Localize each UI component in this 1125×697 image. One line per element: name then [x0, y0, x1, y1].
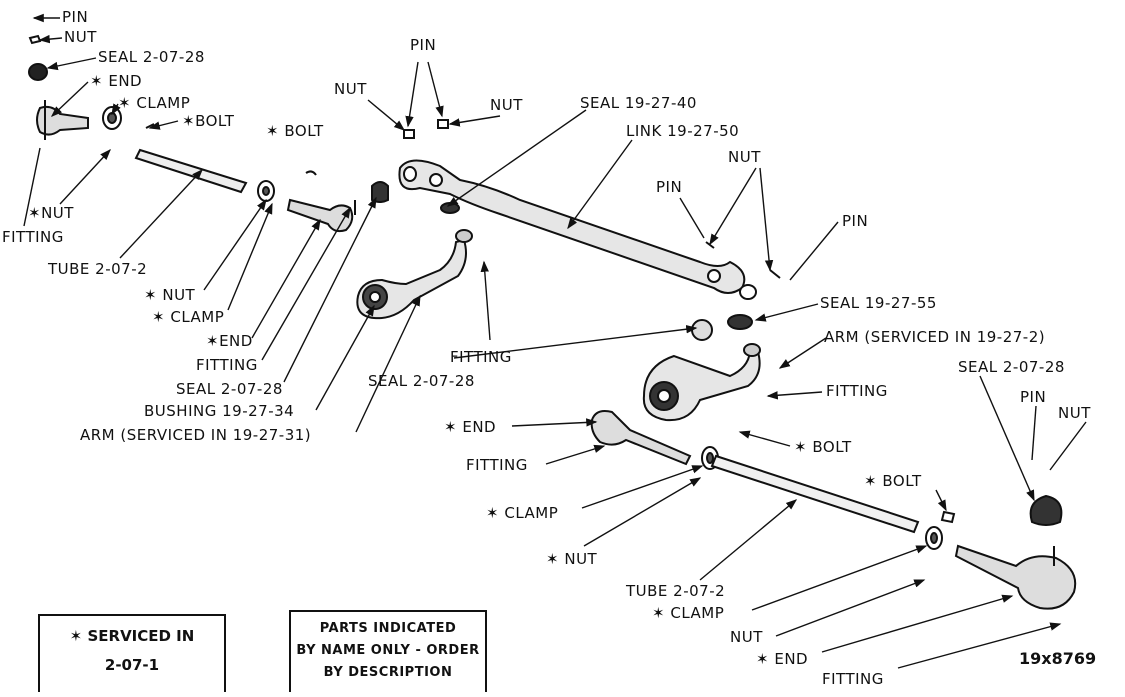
label-nut-top: NUT: [64, 28, 97, 46]
label-fitting-right-mid: FITTING: [466, 456, 528, 474]
order-note-line1: PARTS INDICATED: [319, 621, 457, 636]
label-seal-center: SEAL 2-07-28: [368, 372, 475, 390]
right-seal-b-shape: [727, 314, 753, 330]
label-seal-link: SEAL 19-27-40: [580, 94, 697, 112]
top-nut-shape: [28, 34, 42, 45]
label-tube-left: TUBE 2-07-2: [47, 260, 147, 278]
right-seal-cup-shape: [1029, 494, 1063, 526]
label-pin-lower-right: PIN: [1020, 388, 1046, 406]
right-tie-rod-assembly: [590, 410, 1077, 610]
right-bolt-shape: [940, 510, 956, 524]
label-tube-right: TUBE 2-07-2: [625, 582, 725, 600]
label-pin-right-b: PIN: [842, 212, 868, 230]
label-pin-center: PIN: [410, 36, 436, 54]
mid-bolt-shape: [305, 170, 317, 176]
label-nut-right: NUT: [728, 148, 761, 166]
label-clamp-right: ✶ CLAMP: [486, 504, 558, 522]
label-seal-right-lower: SEAL 2-07-28: [958, 358, 1065, 376]
label-clamp-top: ✶ CLAMP: [118, 94, 190, 112]
label-nut-bottom: NUT: [730, 628, 763, 646]
label-bolt-right-b: ✶ BOLT: [864, 472, 922, 490]
label-link: LINK 19-27-50: [626, 122, 739, 140]
serviced-legend-line2: 2-07-1: [104, 656, 160, 674]
leader-lines: [23, 13, 1087, 669]
label-nut-center-left: NUT: [334, 80, 367, 98]
label-bolt-right-a: ✶ BOLT: [794, 438, 852, 456]
label-fitting-lower-left: FITTING: [196, 356, 258, 374]
figure-number: 19x8769: [1019, 649, 1097, 668]
label-nut-right-low: ✶ NUT: [546, 550, 598, 568]
part-labels: PIN NUT SEAL 2-07-28 ✶ END ✶ CLAMP ✶BOLT…: [2, 8, 1091, 688]
seal-cup-shape: [371, 181, 389, 203]
right-outer-end-shape: [954, 544, 1077, 610]
label-bolt-top: ✶BOLT: [182, 112, 235, 130]
label-end-bottom: ✶ END: [756, 650, 808, 668]
label-nut-lower-right: NUT: [1058, 404, 1091, 422]
label-end-lower-left: ✶END: [206, 332, 253, 350]
label-clamp-lower-left: ✶ CLAMP: [152, 308, 224, 326]
label-seal-top: SEAL 2-07-28: [98, 48, 205, 66]
left-tube-shape: [134, 148, 248, 194]
serviced-in-legend: ✶ SERVICED IN 2-07-1: [38, 614, 226, 692]
serviced-legend-line1: ✶ SERVICED IN: [69, 627, 195, 645]
label-seal-lower-left: SEAL 2-07-28: [176, 380, 283, 398]
label-arm-left: ARM (SERVICED IN 19-27-31): [80, 426, 311, 444]
label-pin-right-a: PIN: [656, 178, 682, 196]
top-seal-shape: [28, 63, 48, 81]
right-inner-end-shape: [590, 410, 692, 466]
label-fitting-bottom: FITTING: [822, 670, 884, 688]
label-fitting-left: FITTING: [2, 228, 64, 246]
lower-end-shape: [286, 198, 354, 233]
label-nut-center-right: NUT: [490, 96, 523, 114]
left-idler-arm-assembly: [356, 229, 473, 320]
label-seal-right: SEAL 19-27-55: [820, 294, 937, 312]
label-bolt-mid: ✶ BOLT: [266, 122, 324, 140]
label-pin-top: PIN: [62, 8, 88, 26]
right-idler-arm-assembly: [642, 314, 761, 422]
right-tube-shape: [710, 454, 920, 534]
label-bushing: BUSHING 19-27-34: [144, 402, 294, 420]
left-tie-rod-assembly: [28, 34, 389, 233]
label-nut-left: ✶NUT: [28, 204, 74, 222]
order-note-legend: PARTS INDICATED BY NAME ONLY - ORDER BY …: [289, 610, 487, 692]
order-note-line3: BY DESCRIPTION: [323, 665, 453, 680]
label-fitting-right: FITTING: [826, 382, 888, 400]
order-note-line2: BY NAME ONLY - ORDER: [296, 643, 480, 658]
label-arm-right: ARM (SERVICED IN 19-27-2): [824, 328, 1045, 346]
right-seal-a-shape: [691, 319, 713, 341]
label-end-right: ✶ END: [444, 418, 496, 436]
label-nut-lower-left: ✶ NUT: [144, 286, 196, 304]
label-fitting-center: FITTING: [450, 348, 512, 366]
label-clamp-right-low: ✶ CLAMP: [652, 604, 724, 622]
label-end-top: ✶ END: [90, 72, 142, 90]
